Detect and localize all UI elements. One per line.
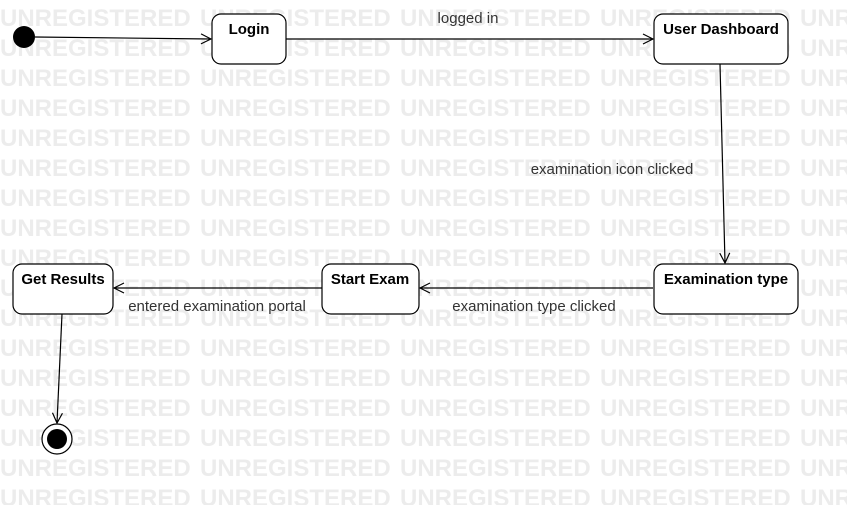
state-examination-type[interactable]: Examination type [653, 263, 799, 315]
edge-initial-to-login [34, 37, 211, 39]
transition-label-logged-in: logged in [438, 10, 499, 27]
edge-dashboard-to-examtype [720, 63, 725, 263]
transition-label-examination-type-clicked: examination type clicked [452, 298, 615, 315]
state-login-label: Login [229, 21, 270, 38]
state-get-results[interactable]: Get Results [12, 263, 114, 315]
transition-label-entered-examination-portal: entered examination portal [128, 298, 306, 315]
state-user-dashboard-label: User Dashboard [663, 21, 779, 38]
state-get-results-label: Get Results [21, 271, 104, 288]
state-login[interactable]: Login [211, 13, 287, 65]
state-user-dashboard[interactable]: User Dashboard [653, 13, 789, 65]
state-start-exam[interactable]: Start Exam [321, 263, 420, 315]
transition-label-examination-icon-clicked: examination icon clicked [531, 161, 694, 178]
state-examination-type-label: Examination type [664, 271, 788, 288]
state-start-exam-label: Start Exam [331, 271, 409, 288]
final-state-node [41, 423, 73, 455]
initial-state-node [13, 26, 35, 48]
edge-getresults-to-final [57, 313, 62, 423]
